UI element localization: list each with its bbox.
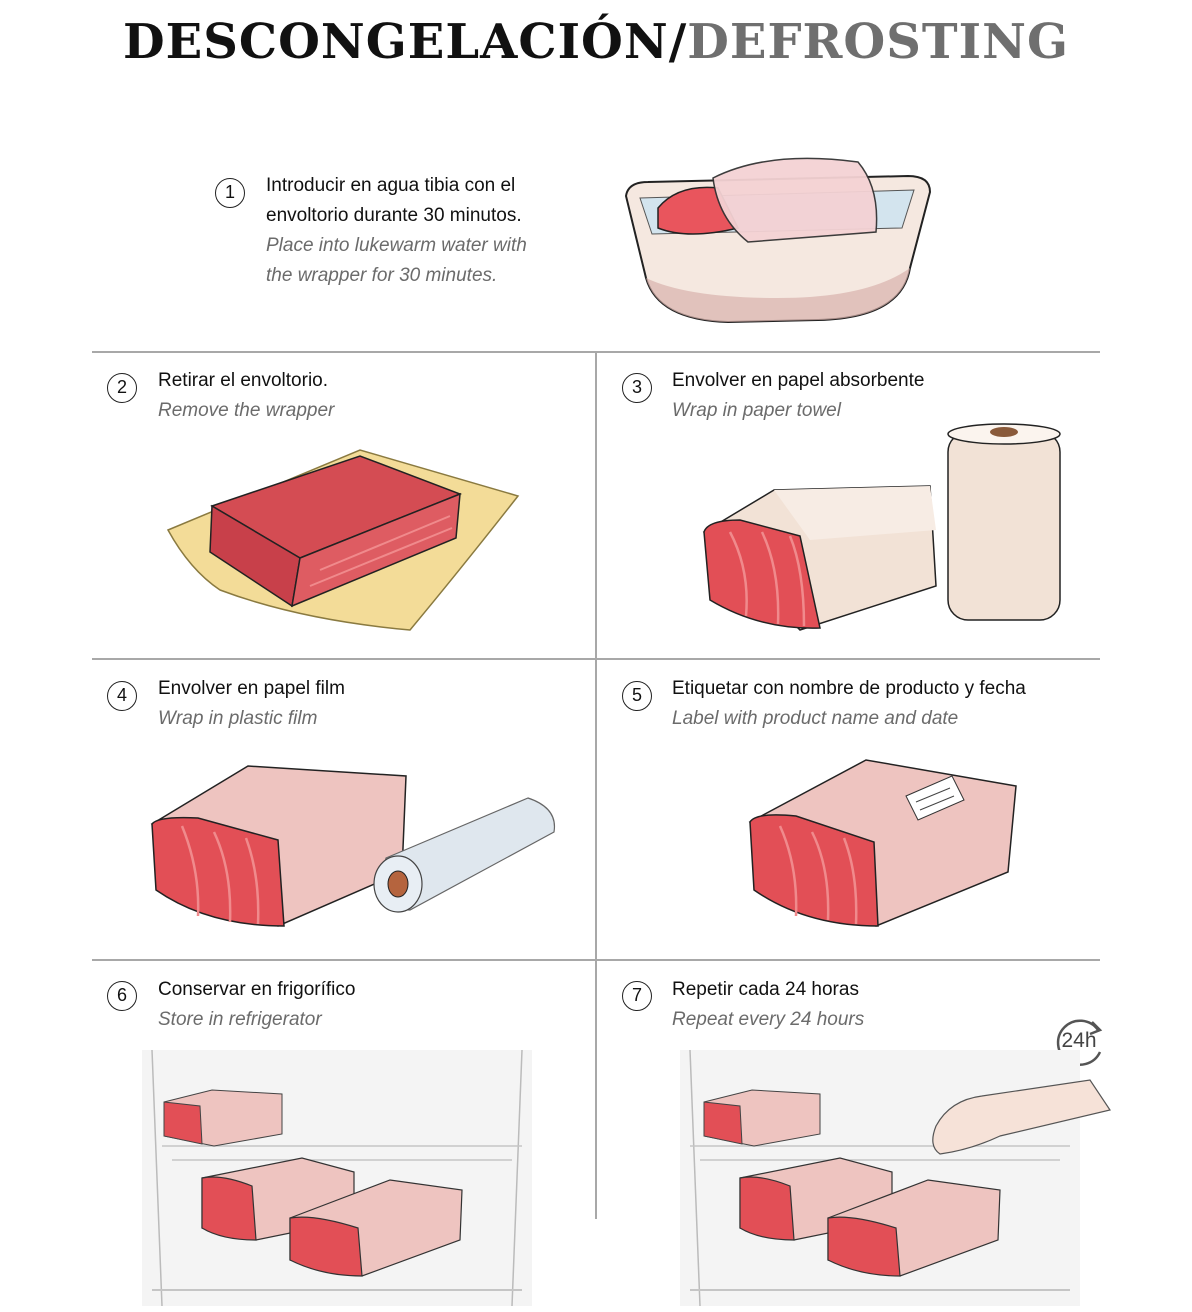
title-english: DEFROSTING — [687, 14, 1069, 70]
refrigerator-hand-illustration — [680, 1050, 1111, 1306]
divider-vertical — [595, 351, 597, 1219]
step-number: 2 — [107, 373, 137, 403]
step-text-en: Remove the wrapper — [158, 400, 335, 421]
step-text-es: Introducir en agua tibia con el — [266, 175, 516, 196]
step-text-en: Label with product name and date — [672, 708, 959, 729]
step-text-es: Retirar el envoltorio. — [158, 370, 329, 391]
step-text-en: Place into lukewarm water with — [266, 235, 527, 256]
step-text-en: Wrap in paper towel — [672, 400, 841, 421]
step-text-es: Conservar en frigorífico — [158, 979, 356, 1000]
tuna-paper-towel-illustration — [702, 423, 1061, 631]
step-text-es: envoltorio durante 30 minutos. — [266, 205, 522, 226]
labeled-tuna-illustration — [748, 759, 1017, 927]
step-number: 3 — [622, 373, 652, 403]
refrigerator-illustration — [142, 1050, 532, 1306]
step-number: 7 — [622, 981, 652, 1011]
step-text-en: the wrapper for 30 minutes. — [266, 265, 498, 286]
repeat-24h-icon: 24h — [1052, 1014, 1108, 1070]
step-text-en: Store in refrigerator — [158, 1009, 322, 1030]
step-text-es: Envolver en papel absorbente — [672, 370, 925, 391]
page-title: DESCONGELACIÓN/DEFROSTING — [0, 14, 1192, 70]
step-text-en: Wrap in plastic film — [158, 708, 318, 729]
step-number: 6 — [107, 981, 137, 1011]
repeat-badge-label: 24h — [1061, 1029, 1097, 1052]
bowl-water-illustration — [624, 157, 932, 324]
step-text-en: Repeat every 24 hours — [672, 1009, 865, 1030]
step-text-es: Etiquetar con nombre de producto y fecha — [672, 678, 1026, 699]
step-text-es: Envolver en papel film — [158, 678, 345, 699]
step-number: 5 — [622, 681, 652, 711]
step-text-es: Repetir cada 24 horas — [672, 979, 859, 1000]
tuna-on-paper-illustration — [166, 449, 520, 631]
title-spanish: DESCONGELACIÓN/ — [123, 14, 688, 70]
tuna-plastic-film-illustration — [150, 765, 556, 927]
step-number: 4 — [107, 681, 137, 711]
step-number: 1 — [215, 178, 245, 208]
